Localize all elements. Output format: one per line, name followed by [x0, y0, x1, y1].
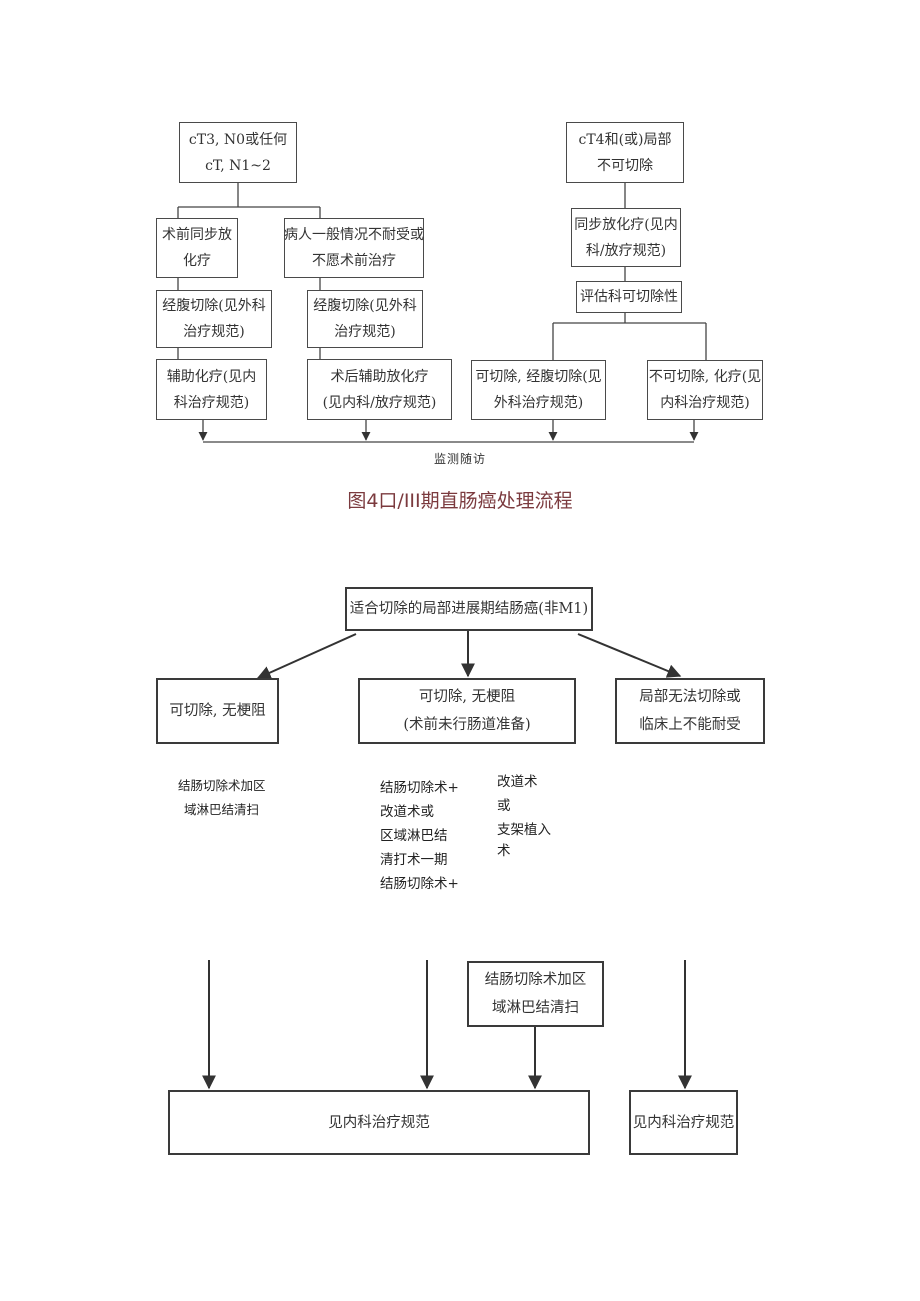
node-text: 治疗规范): [183, 324, 245, 340]
node-ct3: cT3, N0或任何 cT, N1~2: [179, 122, 297, 183]
node-medical-guideline-right: 见内科治疗规范: [629, 1090, 738, 1155]
follow-up-label: 监测随访: [433, 452, 486, 466]
node-text: (见内科/放疗规范): [322, 394, 437, 411]
node-text: 科/放疗规范): [585, 242, 667, 259]
label-line: 结肠切除术+: [380, 876, 459, 892]
node-locally-unresectable: 局部无法切除或 临床上不能耐受: [615, 678, 765, 744]
label-line: 清打术一期: [380, 852, 448, 868]
node-resectable-no-obstruction: 可切除, 无梗阻: [156, 678, 279, 744]
node-text: 见内科治疗规范: [328, 1114, 430, 1131]
node-text: 病人一般情况不耐受或: [284, 227, 424, 243]
label-left-procedure: 结肠切除术加区 域淋巴结清扫: [178, 774, 266, 822]
node-text: 内科治疗规范): [660, 395, 750, 411]
label-right-procedure: 改道术 或 支架植入 术: [497, 770, 551, 860]
node-text: 可切除, 无梗阻: [418, 689, 516, 705]
node-text: cT4和(或)局部: [578, 131, 672, 148]
node-unresectable: 不可切除, 化疗(见 内科治疗规范): [647, 360, 763, 420]
node-adjuvant-chemotherapy: 辅助化疗(见内 科治疗规范): [156, 359, 267, 420]
label-line: 区域淋巴结: [380, 828, 448, 844]
node-preop-chemoradiotherapy: 术前同步放 化疗: [156, 218, 238, 278]
node-text: 辅助化疗(见内: [166, 368, 257, 385]
node-abdominal-resection-left: 经腹切除(见外科 治疗规范): [156, 290, 272, 348]
node-text: 术后辅助放化疗: [330, 368, 429, 385]
node-text: 同步放化疗(见内: [574, 216, 678, 233]
node-text: 不可切除: [597, 157, 653, 174]
label-line: 术: [497, 843, 511, 859]
node-text: 临床上不能耐受: [639, 717, 741, 733]
label-line: 或: [497, 798, 511, 814]
node-text: 可切除, 经腹切除(见: [475, 369, 602, 385]
node-text: 局部无法切除或: [639, 689, 741, 705]
node-text: 经腹切除(见外科: [313, 298, 417, 314]
node-text: 科治疗规范): [173, 394, 250, 411]
node-abdominal-resection-middle: 经腹切除(见外科 治疗规范): [307, 290, 423, 348]
node-text: 适合切除的局部进展期结肠癌(非M1): [349, 601, 589, 617]
node-text: 外科治疗规范): [493, 395, 584, 411]
node-text: 术前同步放: [162, 227, 232, 243]
node-text: 可切除, 无梗阻: [169, 703, 266, 719]
node-concurrent-chemoradiotherapy: 同步放化疗(见内 科/放疗规范): [571, 208, 681, 267]
label-line: 改道术或: [380, 804, 434, 820]
node-text: cT, N1~2: [205, 157, 271, 174]
node-ct4: cT4和(或)局部 不可切除: [566, 122, 684, 183]
node-colectomy-lymph: 结肠切除术加区 域淋巴结清扫: [467, 961, 604, 1027]
node-postop-chemoradiotherapy: 术后辅助放化疗 (见内科/放疗规范): [307, 359, 452, 420]
node-evaluate-resectability: 评估科可切除性: [576, 281, 682, 313]
node-text: 域淋巴结清扫: [492, 1000, 579, 1016]
node-text: 化疗: [183, 253, 211, 269]
node-text: 评估科可切除性: [580, 289, 678, 305]
node-text: 不愿术前治疗: [312, 253, 396, 269]
node-text: cT3, N0或任何: [188, 131, 288, 148]
node-resectable-no-prep: 可切除, 无梗阻 (术前未行肠道准备): [358, 678, 576, 744]
node-text: 见内科治疗规范: [632, 1114, 735, 1131]
node-intolerant: 病人一般情况不耐受或 不愿术前治疗: [284, 218, 424, 278]
node-text: 结肠切除术加区: [484, 972, 587, 988]
node-text: 治疗规范): [334, 324, 396, 340]
node-text: 经腹切除(见外科: [162, 298, 266, 314]
node-resectable: 可切除, 经腹切除(见 外科治疗规范): [471, 360, 606, 420]
label-line: 支架植入: [497, 822, 551, 838]
label-line: 结肠切除术+: [380, 780, 459, 796]
node-top-locally-advanced: 适合切除的局部进展期结肠癌(非M1): [345, 587, 593, 631]
node-text: (术前未行肠道准备): [403, 717, 531, 733]
figure-caption: 图4口/III期直肠癌处理流程: [347, 490, 573, 512]
node-medical-guideline-left: 见内科治疗规范: [168, 1090, 590, 1155]
node-text: 不可切除, 化疗(见: [648, 369, 762, 385]
label-middle-procedure: 结肠切除术+ 改道术或 区域淋巴结 清打术一期 结肠切除术+: [380, 776, 459, 896]
label-line: 结肠切除术加区: [178, 778, 266, 793]
label-line: 域淋巴结清扫: [184, 802, 260, 817]
label-line: 改道术: [497, 774, 538, 790]
